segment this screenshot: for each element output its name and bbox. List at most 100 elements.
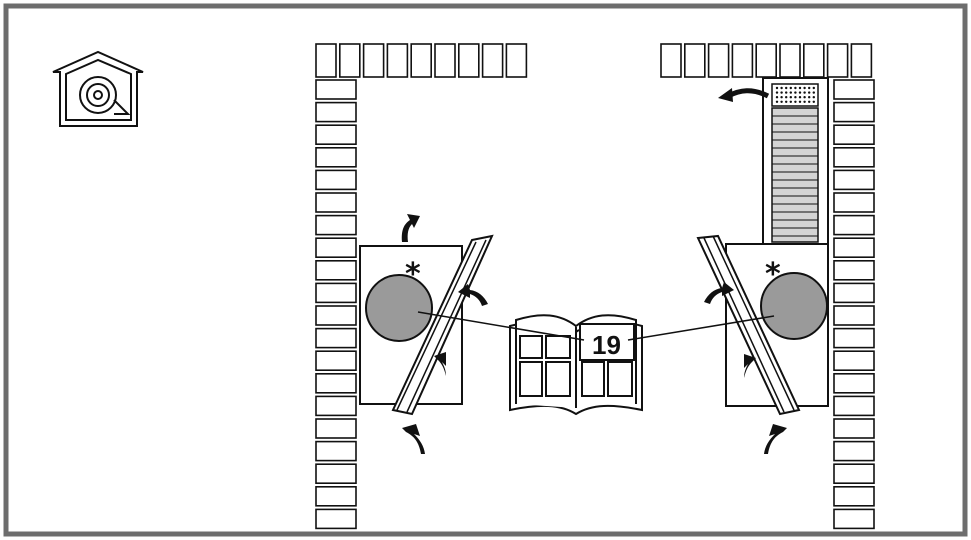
right-grease-filter — [760, 272, 828, 340]
brick — [315, 259, 357, 281]
brick — [315, 395, 357, 417]
brick — [833, 237, 875, 258]
grille-hole — [803, 96, 806, 99]
brick — [833, 508, 875, 530]
brick — [833, 101, 875, 123]
left-hood-marker: * — [405, 257, 421, 292]
left-column-bricks — [315, 79, 357, 530]
grille-hole — [803, 86, 806, 90]
brick — [315, 147, 357, 168]
brick — [833, 79, 875, 100]
brick — [833, 463, 875, 485]
brick — [833, 372, 875, 394]
brick — [826, 43, 849, 78]
right-column-bricks — [833, 79, 875, 530]
grille-hole — [789, 86, 792, 90]
grille-hole — [812, 96, 815, 99]
brick — [707, 43, 730, 78]
brick — [833, 214, 875, 236]
grille-hole — [780, 96, 783, 99]
grille-hole — [798, 91, 802, 94]
brick — [833, 147, 875, 168]
grille-hole — [803, 91, 806, 94]
brick — [833, 169, 875, 191]
brick — [315, 237, 357, 258]
grille-hole — [798, 96, 802, 99]
page-reference: 19 — [592, 330, 621, 360]
grille-hole — [789, 91, 792, 94]
right-top-bricks — [660, 43, 873, 78]
grille-hole — [775, 100, 779, 104]
grille-hole — [794, 96, 797, 99]
left-top-bricks — [315, 43, 528, 78]
grille-hole — [785, 86, 788, 90]
brick — [833, 395, 875, 417]
grille-hole — [775, 86, 779, 90]
brick — [833, 350, 875, 372]
outlet-grille — [771, 83, 819, 107]
brick — [315, 43, 337, 78]
brick — [315, 350, 357, 372]
grille-hole — [780, 91, 783, 94]
airflow-arrow-icon — [402, 424, 425, 454]
brick — [434, 43, 456, 78]
grille-hole — [794, 91, 797, 94]
brick — [833, 485, 875, 507]
brick — [315, 305, 357, 326]
airflow-arrow-icon — [704, 282, 734, 304]
brick — [315, 169, 357, 191]
brick — [315, 282, 357, 304]
brick — [481, 43, 504, 78]
brick — [338, 43, 361, 78]
house-recirculation-icon — [52, 50, 144, 127]
brick — [833, 282, 875, 304]
brick — [731, 43, 754, 78]
grille-hole — [808, 86, 811, 90]
brick — [315, 418, 357, 439]
grille-hole — [794, 86, 797, 90]
brick — [315, 327, 357, 349]
left-grease-filter — [365, 274, 433, 342]
right-hood-marker: * — [765, 257, 781, 292]
chimney-duct — [762, 77, 829, 245]
grille-hole — [808, 100, 811, 104]
brick — [505, 43, 528, 78]
brick — [315, 101, 357, 123]
leader-line-left — [417, 311, 585, 341]
grille-hole — [794, 100, 797, 104]
grille-hole — [812, 86, 815, 90]
grille-hole — [785, 100, 788, 104]
brick — [386, 43, 409, 78]
grille-hole — [798, 100, 802, 104]
airflow-arrow-icon — [401, 214, 420, 242]
grille-hole — [808, 96, 811, 99]
grille-hole — [780, 86, 783, 90]
right-hood: * — [696, 234, 829, 416]
brick — [833, 192, 875, 213]
brick — [755, 43, 778, 78]
brick — [362, 43, 385, 78]
grille-hole — [812, 91, 815, 94]
brick — [315, 124, 357, 145]
brick — [833, 259, 875, 281]
brick — [315, 440, 357, 462]
brick — [683, 43, 706, 78]
brick — [833, 305, 875, 326]
grille-hole — [789, 100, 792, 104]
brick — [315, 463, 357, 485]
brick — [833, 124, 875, 145]
brick — [315, 214, 357, 236]
grille-hole — [785, 96, 788, 99]
brick — [315, 372, 357, 394]
open-manual-icon — [509, 314, 643, 416]
grille-hole — [785, 91, 788, 94]
airflow-arrow-icon — [744, 354, 756, 378]
brick — [833, 327, 875, 349]
grille-hole — [803, 100, 806, 104]
grille-hole — [780, 100, 783, 104]
brick — [315, 485, 357, 507]
brick — [802, 43, 825, 78]
brick — [850, 43, 873, 78]
